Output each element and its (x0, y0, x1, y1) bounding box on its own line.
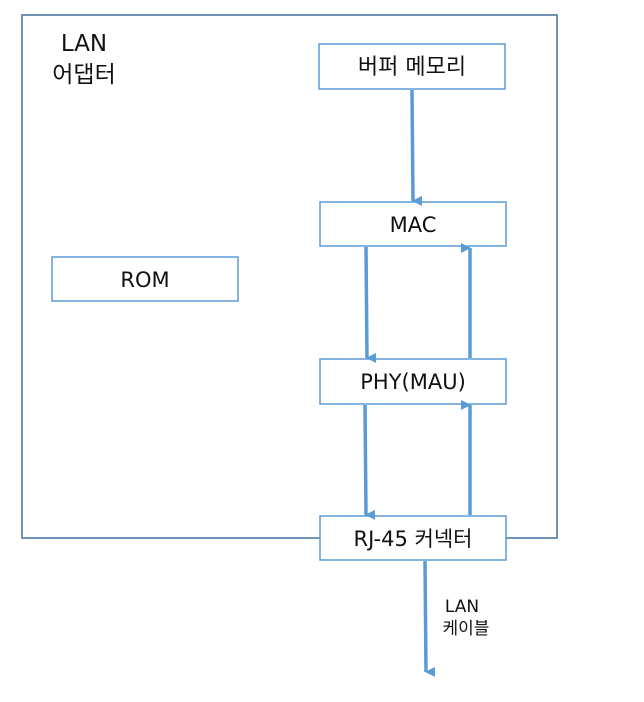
cable-label-line2: 케이블 (443, 619, 490, 639)
arrow-rj45-to-cable (423, 560, 436, 677)
rom-label: ROM (120, 268, 169, 292)
arrow-phy-to-rj45 (363, 404, 376, 520)
rj45-label: RJ-45 커넥터 (354, 527, 473, 551)
arrow-mac-to-phy (364, 246, 377, 363)
adapter-title-line2: 어댑터 (52, 62, 115, 88)
phy-block: PHY(MAU) (319, 358, 507, 405)
buffer-memory-label: 버퍼 메모리 (358, 55, 466, 80)
cable-label-line1: LAN (445, 597, 479, 617)
phy-label: PHY(MAU) (360, 370, 466, 394)
rj45-block: RJ-45 커넥터 (319, 515, 507, 561)
mac-block: MAC (319, 201, 507, 247)
buffer-memory-block: 버퍼 메모리 (318, 43, 506, 90)
adapter-frame (21, 14, 558, 539)
arrow-buffer-to-mac (410, 89, 423, 206)
adapter-title-line1: LAN (61, 31, 107, 57)
mac-label: MAC (390, 213, 437, 237)
rom-block: ROM (51, 256, 239, 302)
